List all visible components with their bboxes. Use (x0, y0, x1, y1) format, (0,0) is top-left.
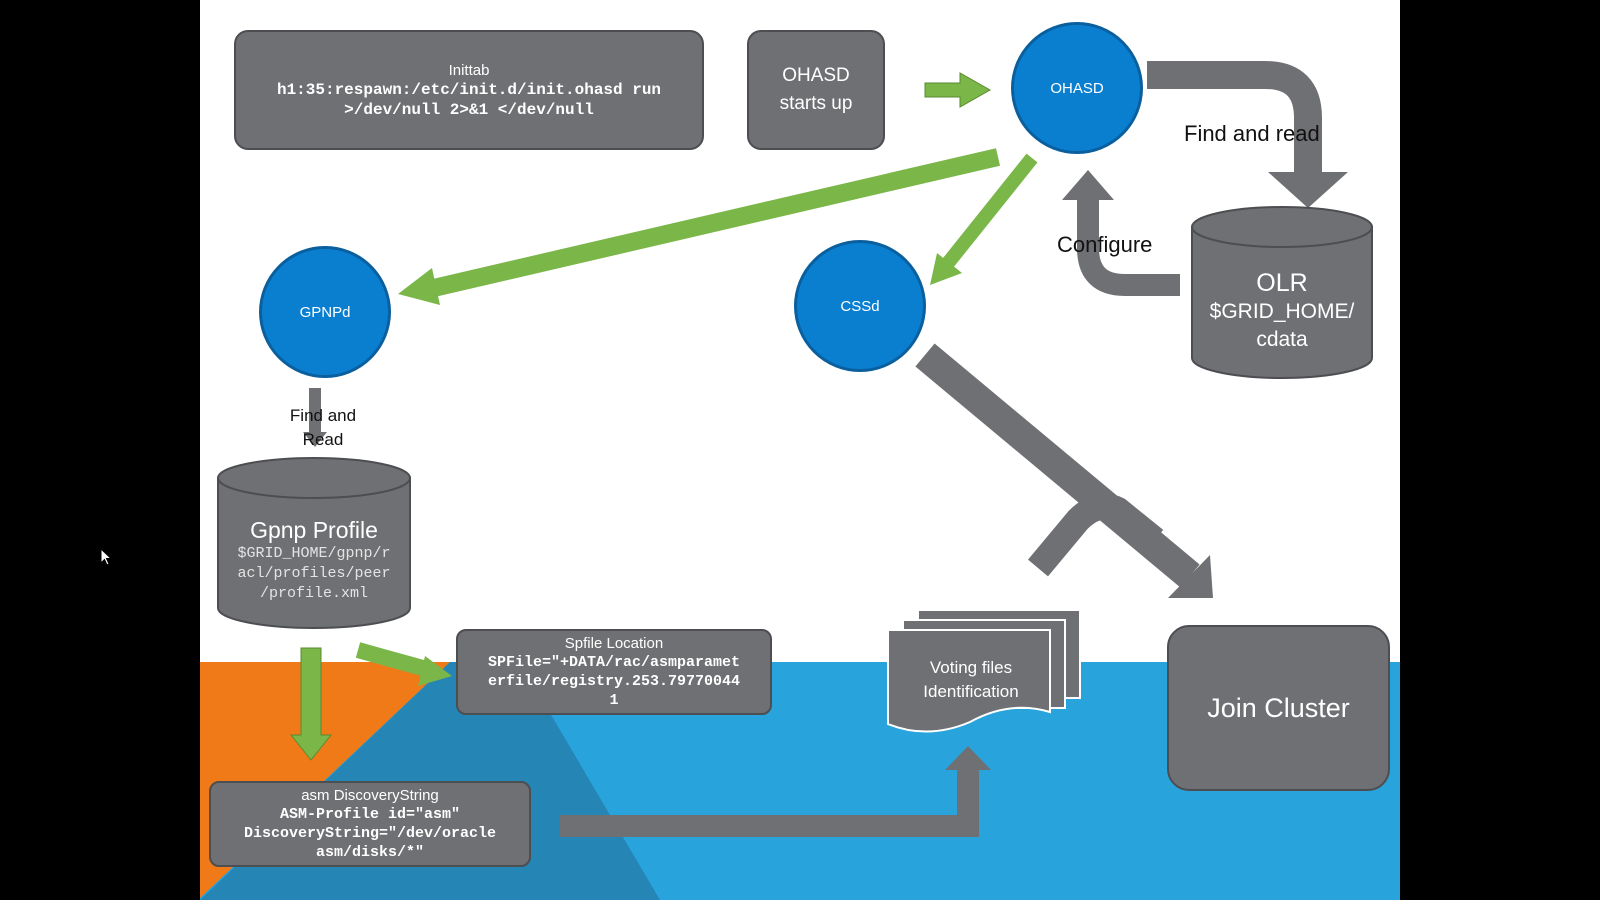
gray-arrow-asm-to-voting (560, 746, 991, 837)
green-arrow-gpnp-to-spfile (355, 642, 452, 686)
gpnp-profile-path: $GRID_HOME/gpnp/r acl/profiles/peer /pro… (237, 545, 391, 602)
asm-value: ASM-Profile id="asm" DiscoveryString="/d… (243, 806, 497, 861)
spfile-value: SPFile="+DATA/rac/asmparamet erfile/regi… (487, 654, 741, 709)
voting-files-document (887, 609, 1081, 733)
gpnpd-circle-label: GPNPd (299, 303, 351, 321)
olr-cylinder (1191, 206, 1373, 379)
gray-arrow-ohasd-to-olr (1147, 61, 1348, 208)
asm-discovery-box: asm DiscoveryString ASM-Profile id="asm"… (209, 781, 531, 867)
ohasd-starts-up-box: OHASD starts up (747, 30, 885, 150)
green-arrow-ohasd-to-cssd (930, 153, 1038, 285)
inittab-line2: >/dev/null 2>&1 </dev/null (344, 100, 594, 119)
join-cluster-box: Join Cluster (1167, 625, 1390, 791)
ohasd-circle-label: OHASD (1050, 79, 1104, 97)
green-arrow-start-to-ohasd (924, 72, 992, 108)
green-arrow-gpnp-to-asm (289, 647, 333, 761)
inittab-line1: h1:35:respawn:/etc/init.d/init.ohasd run (276, 80, 662, 99)
gpnp-profile-cylinder (217, 457, 411, 629)
gpnp-profile-text: Gpnp Profile $GRID_HOME/gpnp/r acl/profi… (218, 516, 410, 604)
green-arrow-ohasd-to-gpnpd (398, 148, 1001, 305)
spfile-title: Spfile Location (564, 635, 664, 652)
gray-arrow-olr-to-ohasd (1062, 170, 1180, 296)
find-and-read-top-label: Find and read (1184, 121, 1320, 146)
cssd-circle-label: CSSd (840, 297, 880, 315)
gray-fork-arc (1028, 493, 1164, 577)
gray-arrow-cssd-to-join (915, 343, 1213, 598)
ohasd-circle: OHASD (1011, 22, 1143, 154)
ohasd-starts-up-label: OHASD starts up (779, 65, 853, 114)
gpnp-profile-title: Gpnp Profile (250, 517, 378, 543)
olr-path: $GRID_HOME/ cdata (1209, 300, 1355, 351)
gpnpd-circle: GPNPd (259, 246, 391, 378)
find-and-read-left-label: Find and Read (289, 406, 357, 449)
mouse-pointer-icon (100, 548, 113, 566)
inittab-title: Inittab (448, 61, 490, 79)
gray-arrow-gpnpd-to-profile (303, 388, 327, 447)
configure-label: Configure (1057, 232, 1153, 257)
olr-text: OLR $GRID_HOME/ cdata (1192, 268, 1372, 354)
cssd-circle: CSSd (794, 240, 926, 372)
asm-title: asm DiscoveryString (301, 787, 439, 804)
olr-title: OLR (1256, 269, 1308, 297)
inittab-box: Inittab h1:35:respawn:/etc/init.d/init.o… (234, 30, 704, 150)
join-cluster-label: Join Cluster (1207, 693, 1350, 723)
diagram-slide: Inittab h1:35:respawn:/etc/init.d/init.o… (200, 0, 1400, 900)
spfile-location-box: Spfile Location SPFile="+DATA/rac/asmpar… (456, 629, 772, 715)
voting-files-label: Voting files Identification (923, 658, 1019, 701)
